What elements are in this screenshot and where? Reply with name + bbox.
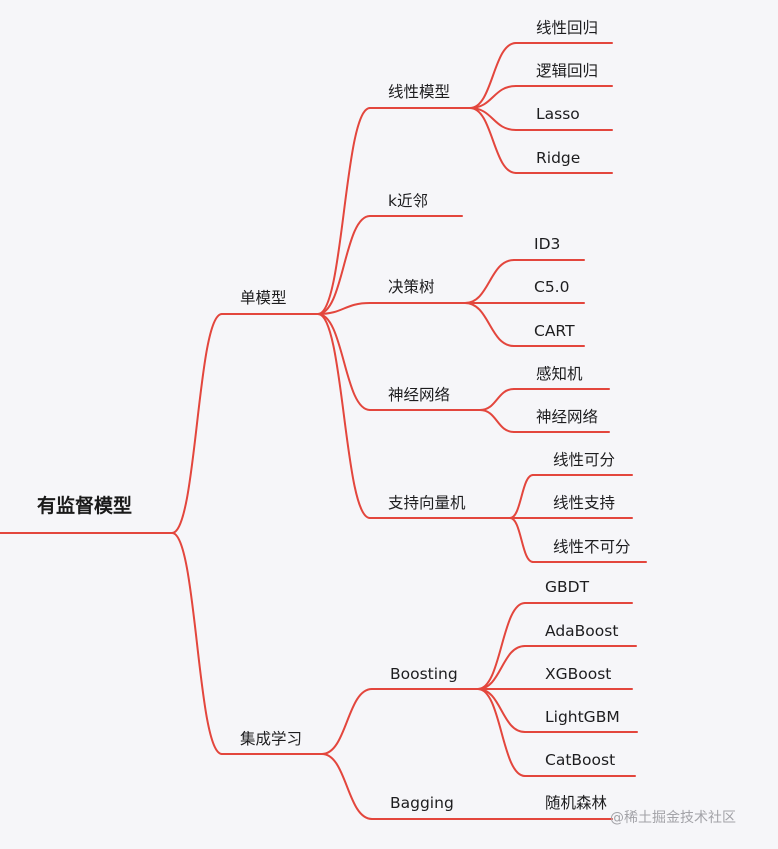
edge-decision-tree-leaf-0 <box>464 259 515 304</box>
watermark: @稀土掘金技术社区 <box>610 810 736 826</box>
edge-single-to-decision-tree <box>317 302 371 315</box>
node-decision-tree: 决策树 <box>388 278 435 296</box>
edge-svm-leaf-0 <box>509 474 534 519</box>
leaf-linear-regression: 线性回归 <box>536 19 599 37</box>
node-neural-network: 神经网络 <box>388 386 451 404</box>
leaf-logistic-regression: 逻辑回归 <box>536 62 599 80</box>
edge-boosting-leaf-3 <box>477 688 526 733</box>
edge-linear-model-leaf-1 <box>469 85 517 109</box>
node-ensemble-learning: 集成学习 <box>240 730 303 748</box>
leaf-c50: C5.0 <box>534 278 570 296</box>
edge-single-to-linear-model <box>317 107 371 315</box>
edge-boosting-leaf-4 <box>477 688 526 777</box>
leaf-catboost: CatBoost <box>545 751 616 769</box>
edge-single-to-knn <box>317 215 371 315</box>
edge-ensemble-to-boosting <box>321 688 373 755</box>
node-linear-model: 线性模型 <box>388 83 451 101</box>
edge-boosting-leaf-1 <box>477 645 526 690</box>
node-boosting: Boosting <box>390 665 458 683</box>
edge-linear-model-leaf-3 <box>469 107 517 174</box>
leaf-lasso: Lasso <box>536 105 580 123</box>
leaf-neural-network: 神经网络 <box>536 408 599 426</box>
edge-single-to-neural-network <box>317 313 371 411</box>
edge-decision-tree-leaf-2 <box>464 302 515 347</box>
leaf-xgboost: XGBoost <box>545 665 612 683</box>
leaf-adaboost: AdaBoost <box>545 622 619 640</box>
edge-root-single-model <box>171 313 223 534</box>
node-knn: k近邻 <box>388 192 428 210</box>
leaf-lightgbm: LightGBM <box>545 708 620 726</box>
edge-single-to-svm <box>317 313 371 519</box>
leaf-ridge: Ridge <box>536 149 581 167</box>
edge-svm-leaf-2 <box>509 517 534 563</box>
root-node: 有监督模型 <box>37 495 133 517</box>
edge-neural-network-leaf-0 <box>479 388 515 411</box>
leaf-linear-support: 线性支持 <box>553 494 616 512</box>
edge-boosting-leaf-0 <box>477 602 526 690</box>
leaf-id3: ID3 <box>534 235 561 253</box>
edge-linear-model-leaf-0 <box>469 42 517 109</box>
edge-root-ensemble <box>171 532 223 755</box>
node-bagging: Bagging <box>390 794 454 812</box>
leaf-random-forest: 随机森林 <box>545 794 608 812</box>
leaf-linearly-separable: 线性可分 <box>553 451 616 469</box>
leaf-perceptron: 感知机 <box>536 365 583 383</box>
edge-ensemble-to-bagging <box>321 753 373 820</box>
leaf-cart: CART <box>534 322 575 340</box>
node-svm: 支持向量机 <box>388 494 466 512</box>
node-single-model: 单模型 <box>240 289 287 307</box>
leaf-gbdt: GBDT <box>545 578 590 596</box>
leaf-linearly-inseparable: 线性不可分 <box>553 538 631 556</box>
edge-neural-network-leaf-1 <box>479 409 515 433</box>
